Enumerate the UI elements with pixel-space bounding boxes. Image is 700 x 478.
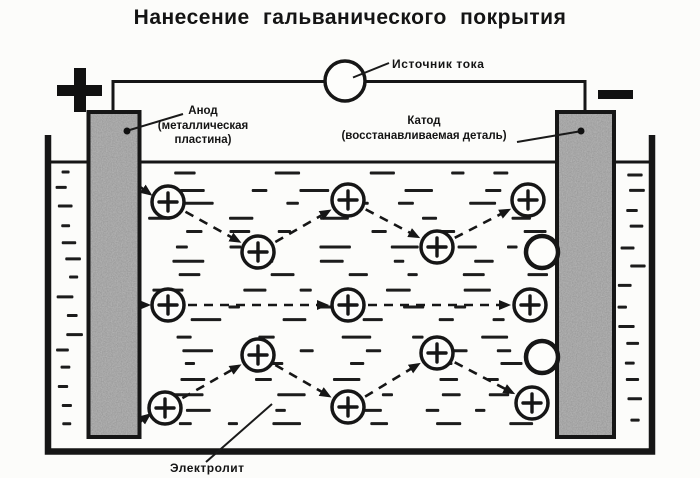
positive-ion <box>150 184 186 220</box>
deposited-atom <box>523 338 561 376</box>
positive-ion <box>512 287 548 323</box>
positive-ion <box>419 335 455 371</box>
positive-ion <box>147 390 183 426</box>
current-source-circle <box>323 59 367 103</box>
circuit-wires <box>111 80 587 113</box>
positive-ion <box>330 389 366 425</box>
plus-terminal-symbol <box>57 68 102 112</box>
positive-ion <box>330 287 366 323</box>
positive-ion <box>510 182 546 218</box>
positive-ion <box>514 385 550 421</box>
ion-motion-arrows <box>138 184 516 425</box>
positive-ion <box>240 234 276 270</box>
copper-ions <box>147 182 561 426</box>
positive-ion <box>150 287 186 323</box>
positive-ion <box>330 182 366 218</box>
cathode-electrode <box>555 110 616 439</box>
positive-ion <box>419 229 455 265</box>
positive-ion <box>240 337 276 373</box>
tank-walls <box>44 135 656 455</box>
minus-terminal-symbol <box>598 90 633 99</box>
callout-pointer-lines <box>123 62 585 463</box>
deposited-atom <box>523 233 561 271</box>
anode-electrode <box>86 110 142 439</box>
